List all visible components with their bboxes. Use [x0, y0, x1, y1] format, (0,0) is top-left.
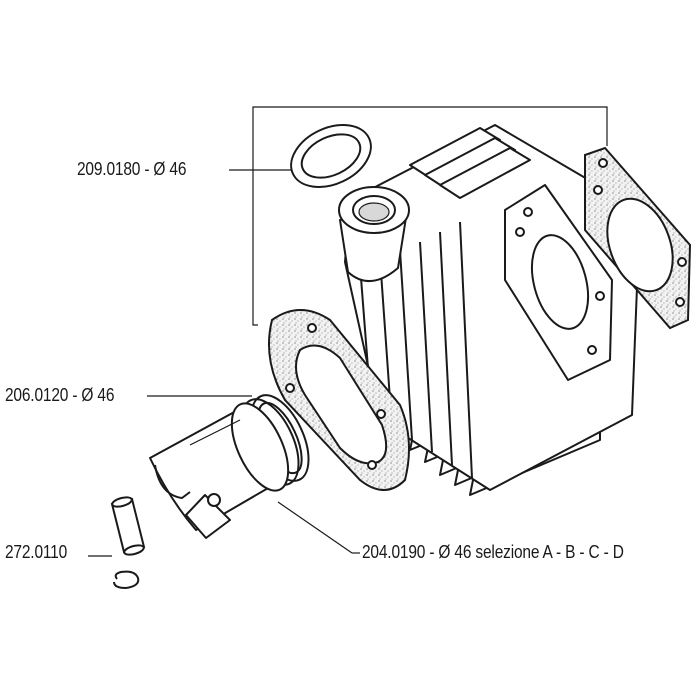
exhaust-gasket: [584, 146, 692, 330]
fin-rib: [439, 231, 453, 466]
fin-rib: [419, 241, 433, 453]
part-label-seal: 209.0180 - Ø 46: [77, 159, 187, 179]
fin-rib: [399, 249, 413, 441]
part-label-piston: 204.0190 - Ø 46 selezione A - B - C - D: [362, 542, 624, 562]
flange-bolt-hole: [595, 291, 605, 301]
cylinder-body: [338, 124, 641, 496]
flange-bolt-hole: [515, 227, 525, 237]
fin-rib: [459, 221, 473, 479]
flange-bolt-hole: [523, 207, 533, 217]
spark-plug-hole: [358, 202, 390, 222]
top-fin: [439, 147, 531, 199]
base-gasket: [267, 309, 410, 491]
leader-piston: [277, 501, 353, 554]
circlip: [113, 570, 140, 590]
exhaust-port: [530, 234, 590, 330]
part-label-pin: 272.0110: [5, 542, 68, 562]
flange-bolt-hole: [587, 345, 597, 355]
seal-ring: [290, 124, 372, 188]
bracket-line-cylinder: [252, 106, 608, 326]
part-label-rings: 206.0120 - Ø 46: [5, 385, 115, 405]
leader-lines: [88, 106, 608, 557]
piston: [149, 402, 290, 539]
piston-pin: [110, 496, 146, 556]
